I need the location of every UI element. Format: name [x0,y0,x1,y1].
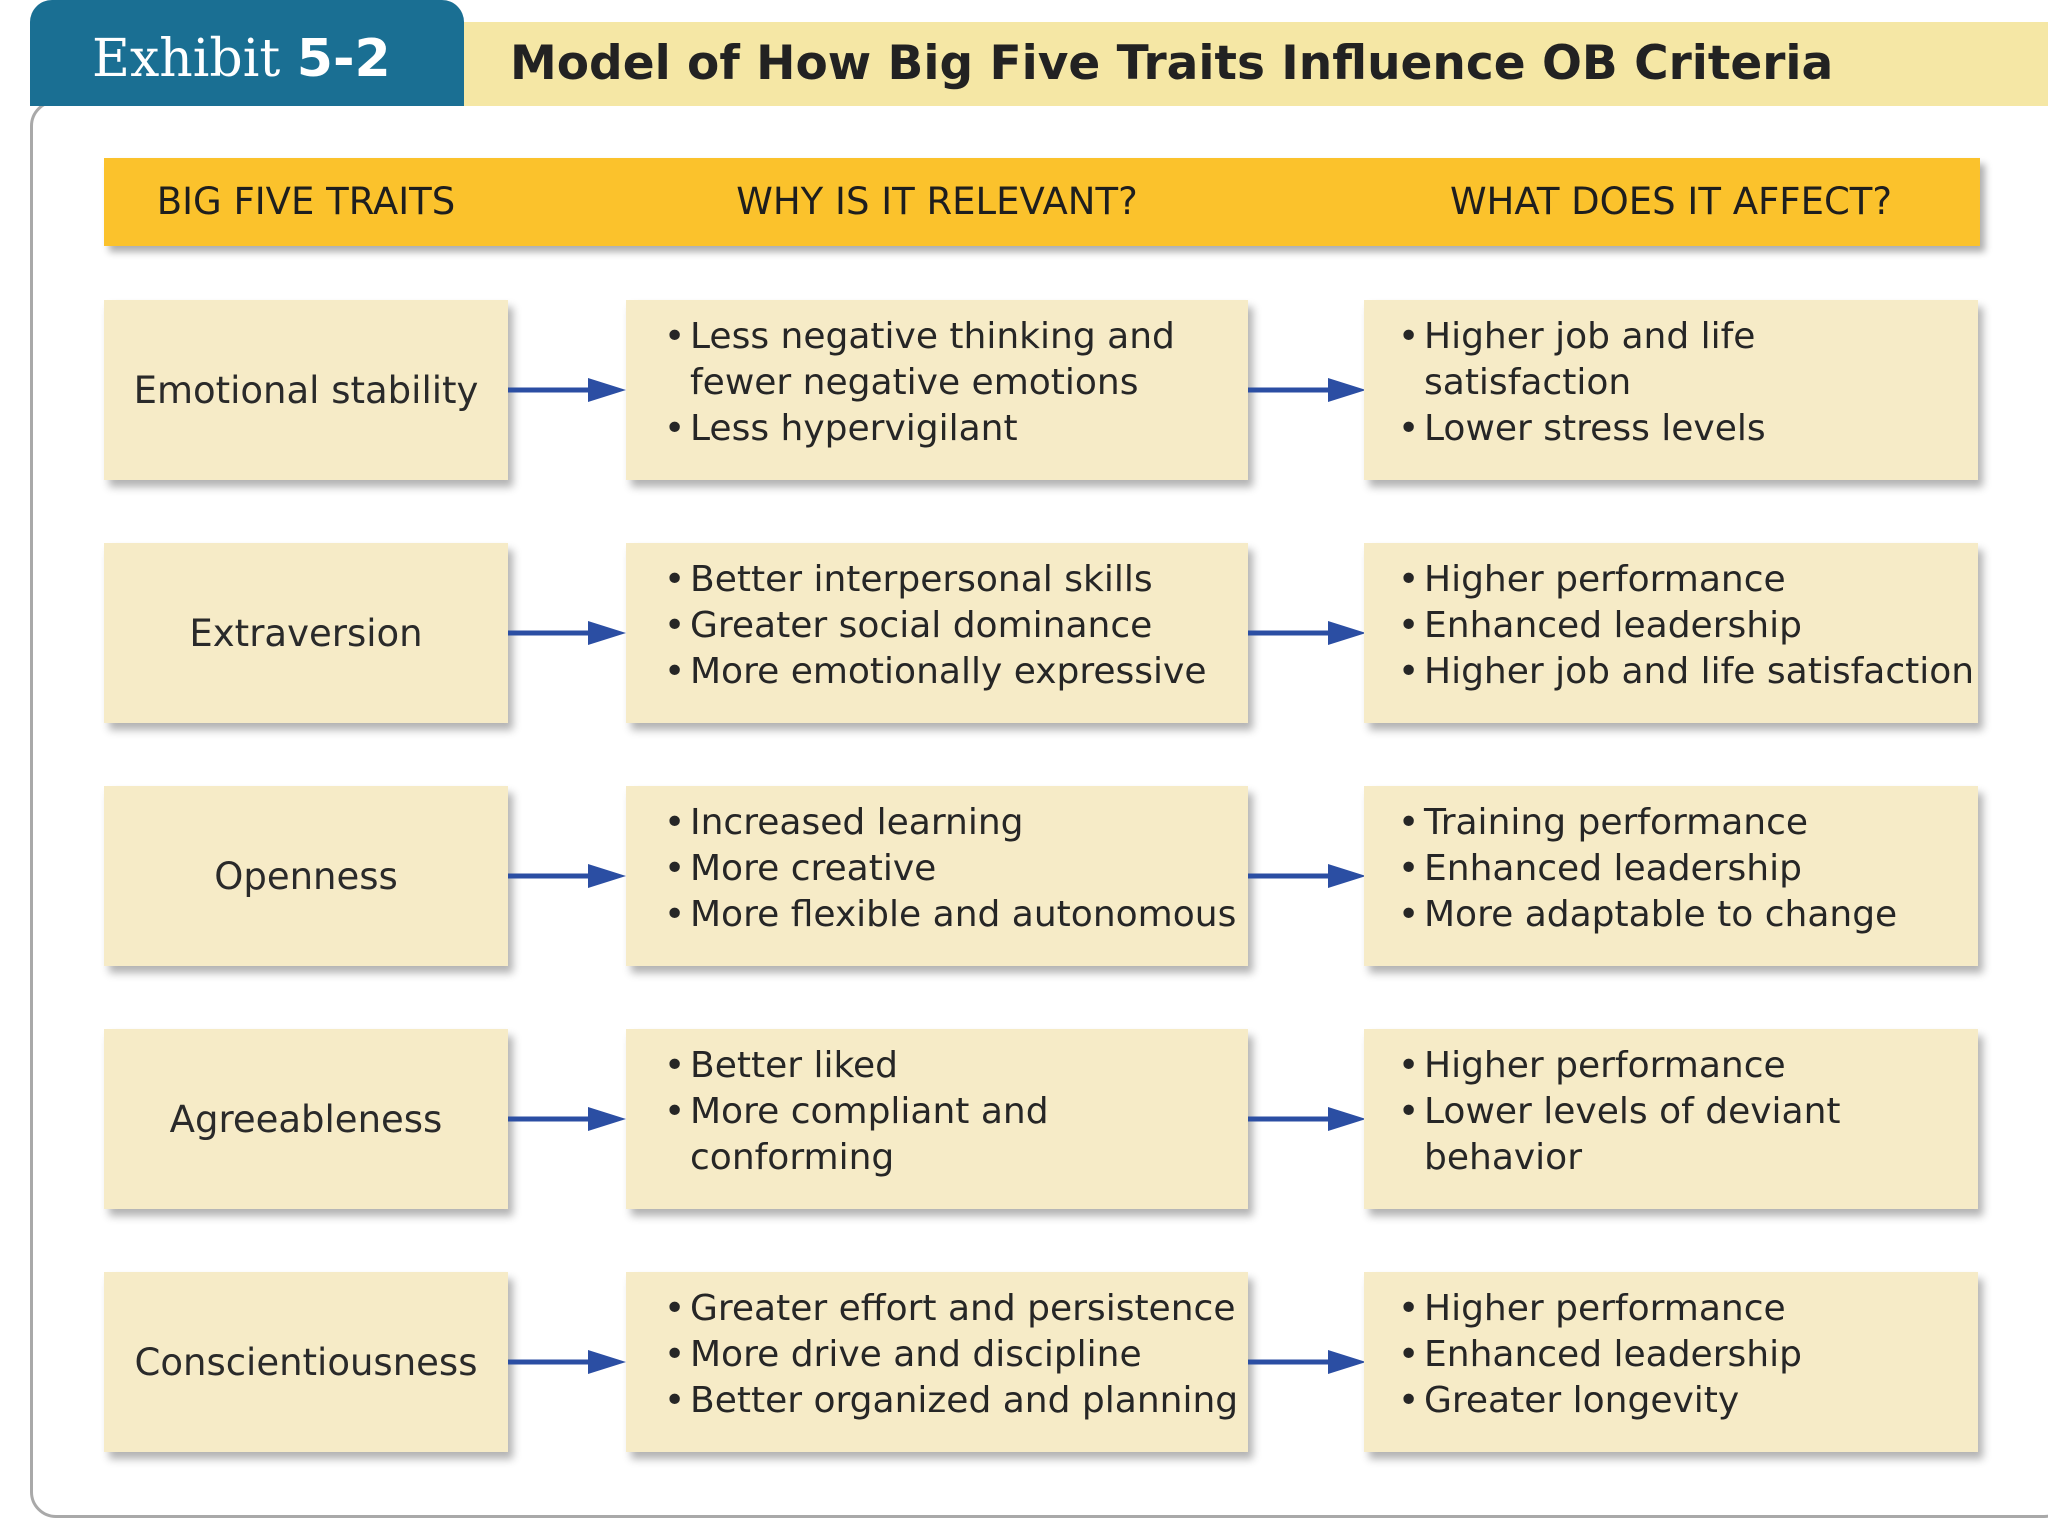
right-arrow-icon [508,378,626,402]
trait-label: Emotional stability [133,368,479,412]
affects-item: behavior [1424,1137,1583,1178]
affects-box: Higher performance Lower levels of devia… [1364,1029,1978,1209]
header-big-five-traits: BIG FIVE TRAITS [156,180,456,223]
relevance-item: Increased learning [664,800,1248,846]
right-arrow-icon [508,864,626,888]
right-arrow-icon [1248,864,1366,888]
trait-box: Openness [104,786,508,966]
relevance-item: Better organized and planning [664,1378,1248,1424]
header-what-affect: WHAT DOES IT AFFECT? [1449,180,1893,223]
relevance-item: Greater effort and persistence [664,1286,1248,1332]
relevance-box: Increased learning More creative More fl… [626,786,1248,966]
affects-item: Enhanced leadership [1398,846,1978,892]
affects-item: Higher performance [1398,557,1978,603]
affects-item: Higher performance [1398,1043,1978,1089]
affects-item: Lower levels of deviant [1398,1089,1978,1135]
trait-row-extraversion: Extraversion Better interpersonal skills… [0,543,2048,723]
trait-box: Conscientiousness [104,1272,508,1452]
affects-box: Higher job and life satisfaction Lower s… [1364,300,1978,480]
trait-label: Extraversion [189,611,423,655]
relevance-item: fewer negative emotions [690,362,1139,403]
trait-row-emotional-stability: Emotional stability Less negative thinki… [0,300,2048,480]
trait-label: Agreeableness [169,1097,443,1141]
trait-row-openness: Openness Increased learning More creativ… [0,786,2048,966]
affects-box: Higher performance Enhanced leadership G… [1364,1272,1978,1452]
affects-item: Higher performance [1398,1286,1978,1332]
relevance-item: More emotionally expressive [664,649,1248,695]
trait-box: Emotional stability [104,300,508,480]
relevance-item: More compliant and [664,1089,1248,1135]
exhibit-label: Exhibit [92,29,281,89]
affects-item: Higher job and life satisfaction [1398,649,1978,695]
right-arrow-icon [1248,1107,1366,1131]
affects-box: Training performance Enhanced leadership… [1364,786,1978,966]
relevance-item: Better liked [664,1043,1248,1089]
column-header-band: BIG FIVE TRAITS WHY IS IT RELEVANT? WHAT… [104,158,1980,246]
affects-item: Enhanced leadership [1398,603,1978,649]
header-why-relevant: WHY IS IT RELEVANT? [736,180,1138,223]
relevance-item: More drive and discipline [664,1332,1248,1378]
relevance-item: More flexible and autonomous [664,892,1248,938]
relevance-item: Less negative thinking and [664,314,1248,360]
trait-label: Conscientiousness [134,1340,478,1384]
relevance-box: Better interpersonal skills Greater soci… [626,543,1248,723]
affects-item: Enhanced leadership [1398,1332,1978,1378]
exhibit-tab: Exhibit 5-2 [30,0,464,106]
trait-row-conscientiousness: Conscientiousness Greater effort and per… [0,1272,2048,1452]
relevance-item: Greater social dominance [664,603,1248,649]
affects-item: Lower stress levels [1398,406,1978,452]
affects-item: Higher job and life [1398,314,1978,360]
affects-item: Training performance [1398,800,1978,846]
title-bar [460,22,2048,106]
trait-label: Openness [214,854,398,898]
relevance-item: conforming [690,1137,895,1178]
trait-row-agreeableness: Agreeableness Better liked More complian… [0,1029,2048,1209]
right-arrow-icon [508,1350,626,1374]
affects-item: satisfaction [1424,362,1632,403]
affects-item: Greater longevity [1398,1378,1978,1424]
right-arrow-icon [1248,1350,1366,1374]
trait-box: Agreeableness [104,1029,508,1209]
relevance-item: More creative [664,846,1248,892]
right-arrow-icon [508,621,626,645]
relevance-item: Less hypervigilant [664,406,1248,452]
relevance-box: Greater effort and persistence More driv… [626,1272,1248,1452]
affects-item: More adaptable to change [1398,892,1978,938]
relevance-box: Less negative thinking and fewer negativ… [626,300,1248,480]
exhibit-title: Model of How Big Five Traits Influence O… [510,36,1834,91]
relevance-item: Better interpersonal skills [664,557,1248,603]
trait-box: Extraversion [104,543,508,723]
exhibit-number: 5-2 [296,29,391,89]
right-arrow-icon [1248,621,1366,645]
affects-box: Higher performance Enhanced leadership H… [1364,543,1978,723]
right-arrow-icon [1248,378,1366,402]
right-arrow-icon [508,1107,626,1131]
relevance-box: Better liked More compliant and conformi… [626,1029,1248,1209]
